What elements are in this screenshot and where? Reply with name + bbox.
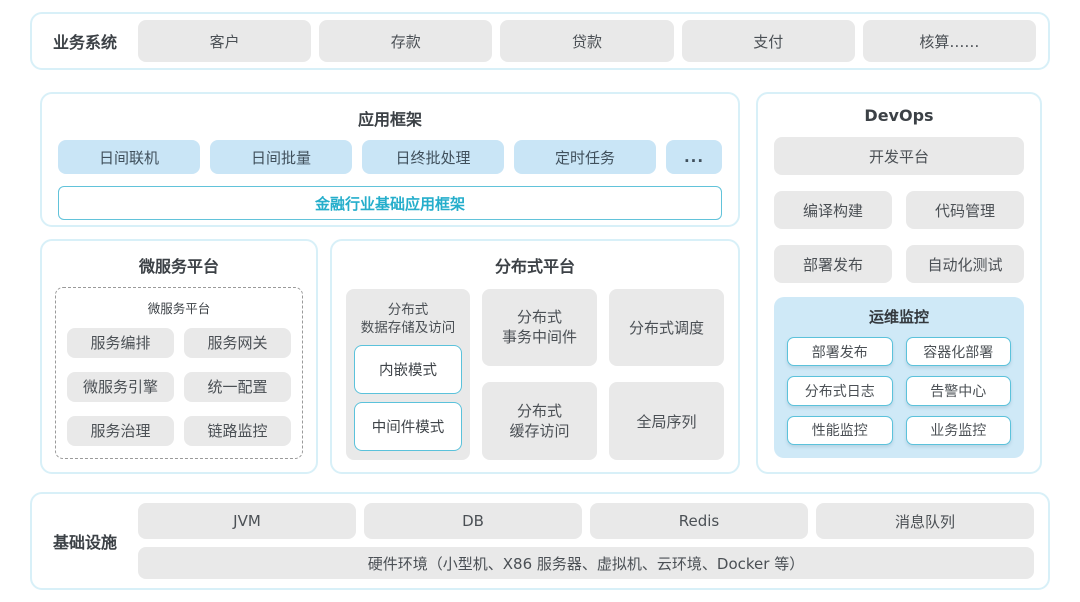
distributed-middle-column: 分布式 事务中间件 分布式 缓存访问: [482, 288, 597, 460]
middle-left-column: 应用框架 日间联机 日间批量 日终批处理 定时任务 ... 金融行业基础应用框架…: [40, 92, 740, 474]
ops-monitoring-title: 运维监控: [868, 308, 929, 326]
block-scheduled-tasks: 定时任务: [514, 140, 656, 174]
block-hardware-environment: 硬件环境（小型机、X86 服务器、虚拟机、云环境、Docker 等）: [138, 547, 1034, 579]
middle-zone: 应用框架 日间联机 日间批量 日终批处理 定时任务 ... 金融行业基础应用框架…: [40, 92, 1042, 474]
block-embedded-mode: 内嵌模式: [354, 345, 462, 394]
business-systems-section: 业务系统 客户 存款 贷款 支付 核算……: [30, 12, 1050, 70]
app-framework-title: 应用框架: [357, 110, 422, 129]
block-distributed-transaction: 分布式 事务中间件: [482, 288, 597, 367]
app-framework-modules: 日间联机 日间批量 日终批处理 定时任务 ...: [58, 140, 722, 174]
block-unified-config: 统一配置: [184, 371, 291, 402]
block-distributed-scheduling: 分布式调度: [609, 288, 724, 367]
block-jvm: JVM: [138, 503, 356, 539]
block-customer: 客户: [138, 20, 312, 62]
block-monitor-deploy-release: 部署发布: [787, 337, 893, 367]
block-service-orchestration: 服务编排: [67, 327, 174, 358]
block-daytime-batch: 日间批量: [210, 140, 352, 174]
block-eod-batch: 日终批处理: [362, 140, 504, 174]
ops-monitoring-panel: 运维监控 部署发布 容器化部署 分布式日志 告警中心 性能监控 业务监控: [774, 297, 1024, 458]
ops-monitoring-grid: 部署发布 容器化部署 分布式日志 告警中心 性能监控 业务监控: [787, 337, 1011, 445]
infrastructure-row: JVM DB Redis 消息队列: [138, 503, 1034, 539]
microservice-platform-box: 微服务平台 微服务平台 服务编排 服务网关 微服务引擎 统一配置 服务治理 链路…: [40, 238, 318, 474]
block-loan: 贷款: [500, 20, 674, 62]
distributed-right-column: 分布式调度 全局序列: [609, 288, 724, 460]
infrastructure-items: JVM DB Redis 消息队列 硬件环境（小型机、X86 服务器、虚拟机、云…: [138, 503, 1034, 579]
block-microservice-engine: 微服务引擎: [67, 371, 174, 402]
block-compile-build: 编译构建: [774, 191, 892, 229]
block-payment: 支付: [681, 20, 855, 62]
block-middleware-mode: 中间件模式: [354, 402, 462, 451]
app-framework-box: 应用框架 日间联机 日间批量 日终批处理 定时任务 ... 金融行业基础应用框架: [40, 92, 740, 227]
block-business-monitoring: 业务监控: [905, 415, 1011, 445]
finance-base-framework: 金融行业基础应用框架: [58, 186, 722, 220]
block-deposit: 存款: [319, 20, 493, 62]
distributed-grid: 分布式 数据存储及访问 内嵌模式 中间件模式 分布式 事务中间件 分布式 缓存访…: [346, 288, 724, 460]
block-service-gateway: 服务网关: [184, 327, 291, 358]
block-global-sequence: 全局序列: [609, 382, 724, 460]
block-alert-center: 告警中心: [905, 376, 1011, 406]
block-distributed-logging: 分布式日志: [787, 376, 893, 406]
block-db: DB: [364, 503, 582, 539]
distributed-storage-title: 分布式 数据存储及访问: [360, 301, 456, 336]
distributed-platform-box: 分布式平台 分布式 数据存储及访问 内嵌模式 中间件模式 分布式 事务中间件 分…: [330, 238, 740, 474]
block-containerized-deployment: 容器化部署: [905, 337, 1011, 367]
infrastructure-section: 基础设施 JVM DB Redis 消息队列 硬件环境（小型机、X86 服务器、…: [30, 492, 1050, 590]
platforms-row: 微服务平台 微服务平台 服务编排 服务网关 微服务引擎 统一配置 服务治理 链路…: [40, 238, 740, 474]
block-code-management: 代码管理: [906, 191, 1024, 229]
block-redis: Redis: [590, 503, 808, 539]
devops-box: DevOps 开发平台 编译构建 代码管理 部署发布 自动化测试 运维监控 部署…: [756, 92, 1042, 474]
microservice-grid: 服务编排 服务网关 微服务引擎 统一配置 服务治理 链路监控: [67, 327, 291, 446]
block-deploy-release: 部署发布: [774, 245, 892, 283]
microservice-platform-title: 微服务平台: [138, 256, 219, 276]
block-distributed-storage: 分布式 数据存储及访问 内嵌模式 中间件模式: [346, 288, 470, 460]
business-systems-label: 业务系统: [52, 33, 117, 52]
block-trace-monitoring: 链路监控: [184, 415, 291, 446]
microservice-inner-title: 微服务平台: [147, 300, 211, 316]
block-automated-testing: 自动化测试: [906, 245, 1024, 283]
business-systems-items: 客户 存款 贷款 支付 核算……: [138, 20, 1037, 62]
block-performance-monitoring: 性能监控: [787, 415, 893, 445]
block-dev-platform: 开发平台: [774, 137, 1024, 175]
block-distributed-cache: 分布式 缓存访问: [482, 382, 597, 460]
block-service-governance: 服务治理: [67, 415, 174, 446]
block-daytime-online: 日间联机: [58, 140, 200, 174]
microservice-inner-box: 微服务平台 服务编排 服务网关 微服务引擎 统一配置 服务治理 链路监控: [55, 286, 303, 459]
block-more-modules: ...: [666, 140, 722, 174]
block-message-queue: 消息队列: [816, 503, 1034, 539]
devops-title: DevOps: [864, 106, 934, 125]
devops-tools-grid: 编译构建 代码管理 部署发布 自动化测试: [774, 191, 1024, 283]
block-accounting: 核算……: [862, 20, 1037, 62]
distributed-platform-title: 分布式平台: [494, 256, 575, 276]
infrastructure-label: 基础设施: [52, 533, 117, 552]
